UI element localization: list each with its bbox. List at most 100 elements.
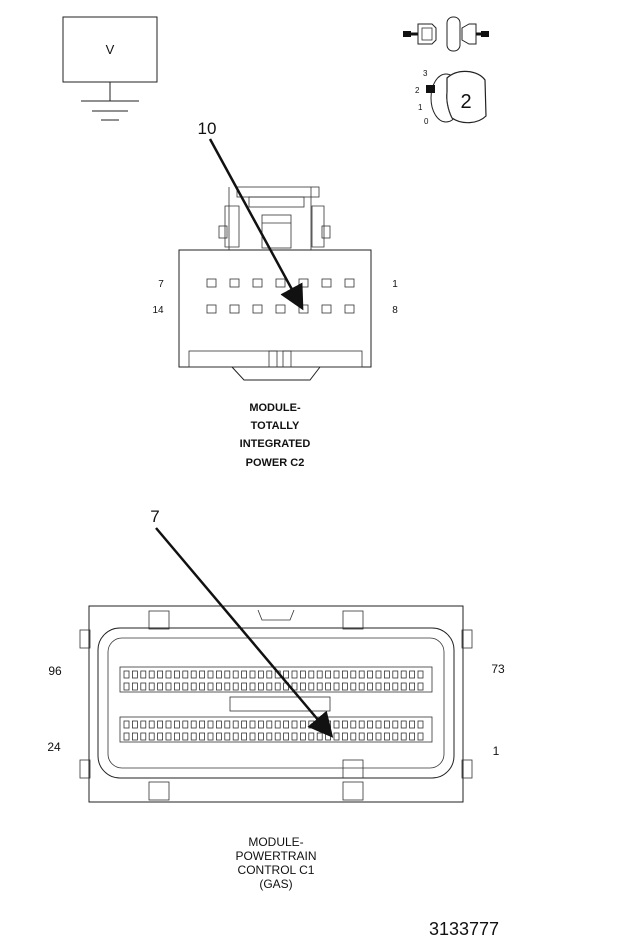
c1-pin <box>199 682 206 691</box>
c1-pin <box>224 732 231 741</box>
c1-pin <box>241 720 248 729</box>
c1-pin <box>341 682 348 691</box>
c1-callout-arrow <box>155 527 334 738</box>
c1-pin <box>417 732 424 741</box>
c1-pin <box>190 732 197 741</box>
c2-pin <box>206 304 217 314</box>
c1-pin <box>299 720 306 729</box>
c2-pin <box>252 304 263 314</box>
c1-pin <box>157 670 164 679</box>
c1-pin <box>123 682 130 691</box>
c1-pin <box>358 732 365 741</box>
c1-pin <box>383 670 390 679</box>
c1-pin <box>392 720 399 729</box>
c2-pin <box>206 278 217 288</box>
c2-callout-number: 10 <box>198 119 217 138</box>
c1-pin <box>266 732 273 741</box>
c1-pin <box>409 682 416 691</box>
c2-pin <box>275 304 286 314</box>
c1-pin <box>266 682 273 691</box>
c1-pin <box>123 720 130 729</box>
c1-pin <box>316 732 323 741</box>
c1-pin <box>392 670 399 679</box>
c1-pin <box>400 670 407 679</box>
c2-title-line-4: POWER C2 <box>246 457 305 469</box>
c1-pin <box>140 720 147 729</box>
c1-pin <box>224 720 231 729</box>
c1-pin <box>291 720 298 729</box>
c1-pin <box>173 682 180 691</box>
c1-pin <box>257 670 264 679</box>
connector-c2: 7 1 14 8 10 MODULE- TOTALLY INTEGRATED P… <box>152 119 398 469</box>
c2-pin <box>229 278 240 288</box>
c2-pin <box>229 304 240 314</box>
c1-pin <box>241 732 248 741</box>
c1-pin <box>266 670 273 679</box>
c1-pin <box>207 732 214 741</box>
c1-pin <box>283 732 290 741</box>
ground-icon <box>81 100 139 121</box>
c1-pin <box>350 670 357 679</box>
c2-pin-label-bottom-left: 14 <box>152 305 164 316</box>
c1-pin <box>308 732 315 741</box>
c1-pin <box>367 670 374 679</box>
c2-pin <box>275 278 286 288</box>
c1-pin <box>308 670 315 679</box>
c1-pin <box>224 682 231 691</box>
c1-pin <box>417 670 424 679</box>
c1-pin <box>308 682 315 691</box>
c1-pin <box>215 670 222 679</box>
c1-title-line-3: CONTROL C1 <box>238 863 315 877</box>
c1-pin <box>207 682 214 691</box>
c1-pin-label-bottom-left: 24 <box>47 740 61 754</box>
c1-pin <box>182 732 189 741</box>
c1-pin <box>325 670 332 679</box>
c1-pin <box>417 682 424 691</box>
c1-pin <box>316 682 323 691</box>
c2-title-line-3: INTEGRATED <box>240 438 311 450</box>
c1-pin <box>409 732 416 741</box>
c1-pin <box>367 682 374 691</box>
c2-title-line-1: MODULE- <box>249 402 301 414</box>
c1-pin <box>257 732 264 741</box>
c1-pin <box>341 720 348 729</box>
c1-pin <box>182 682 189 691</box>
c2-pin-row-top <box>206 278 355 288</box>
c1-pin <box>274 682 281 691</box>
c1-pin <box>190 670 197 679</box>
c1-pin-label-top-left: 96 <box>48 664 62 678</box>
c1-pin <box>333 720 340 729</box>
c1-pin <box>283 720 290 729</box>
c1-pin <box>199 732 206 741</box>
key-position-3: 3 <box>423 69 428 78</box>
c2-pin <box>344 278 355 288</box>
c1-pin <box>190 682 197 691</box>
c1-pin-label-top-right: 73 <box>491 662 505 676</box>
c1-pin <box>409 670 416 679</box>
terminal-connector-icon <box>403 16 489 52</box>
c1-pin <box>325 720 332 729</box>
c1-pin <box>257 720 264 729</box>
c2-pin-row-bottom <box>206 304 355 314</box>
c1-pin <box>232 720 239 729</box>
c1-pin <box>257 682 264 691</box>
key-position-2: 2 <box>415 86 420 95</box>
c1-pin <box>131 682 138 691</box>
c2-pin <box>321 278 332 288</box>
c1-pin <box>291 682 298 691</box>
c1-pin <box>350 732 357 741</box>
c2-title-line-2: TOTALLY <box>251 420 300 432</box>
c1-pin <box>182 720 189 729</box>
c1-title-line-1: MODULE- <box>248 835 303 849</box>
c1-pin <box>358 682 365 691</box>
c1-pin <box>367 720 374 729</box>
c1-pin <box>409 720 416 729</box>
c1-pin <box>207 720 214 729</box>
c1-pin <box>350 682 357 691</box>
c1-pin <box>140 732 147 741</box>
c1-pin <box>291 670 298 679</box>
c1-pin <box>131 732 138 741</box>
c1-pin <box>249 720 256 729</box>
